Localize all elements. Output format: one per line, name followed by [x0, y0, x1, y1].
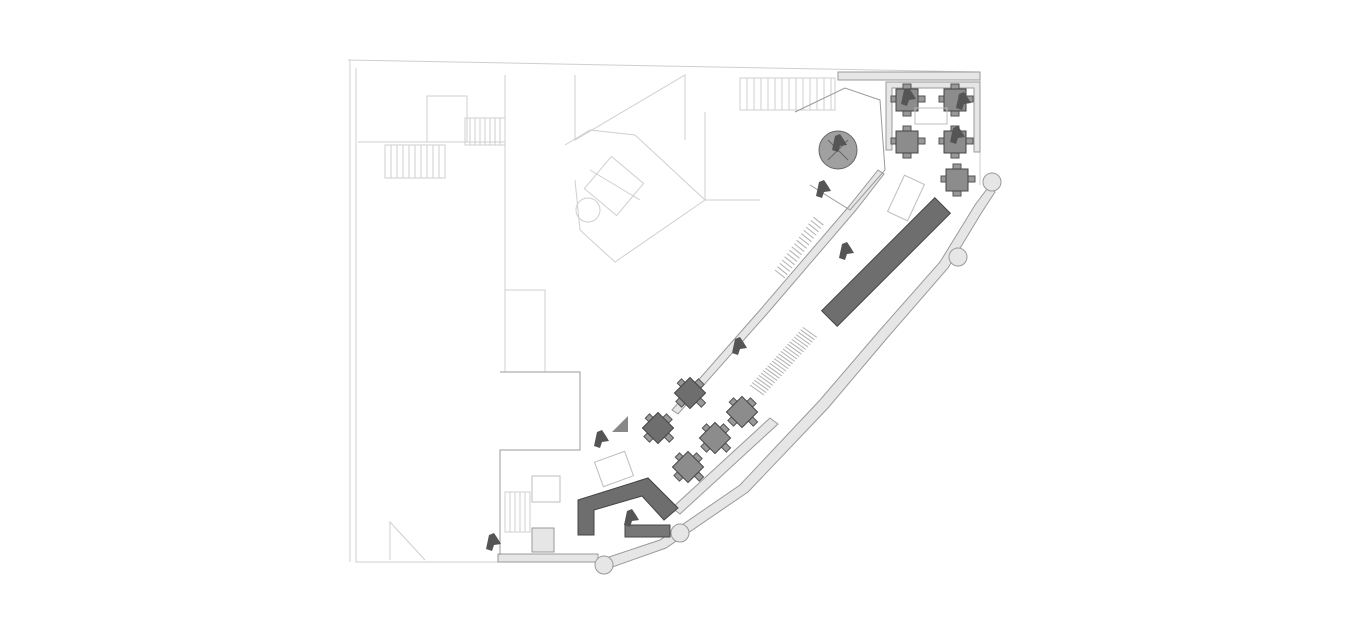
spiral-stair: [575, 197, 601, 223]
stair-tread: [791, 246, 803, 256]
stair-tread: [786, 253, 798, 262]
stair-tread: [767, 365, 782, 377]
courtyard-outline: [504, 75, 546, 372]
bench-strip: [671, 417, 779, 515]
stair-tread: [778, 353, 793, 365]
human-figures: [486, 88, 971, 551]
stair-tread: [802, 326, 818, 338]
stair-tread: [798, 236, 810, 246]
service-room: [426, 95, 468, 143]
skylight: [583, 155, 645, 217]
stair-tread: [789, 249, 800, 259]
bottom-wall: [497, 553, 599, 563]
stair-tread: [765, 367, 780, 379]
stair-tread: [762, 370, 778, 382]
corridor-wall: [671, 169, 885, 415]
facade-columns: [594, 172, 1002, 575]
column: [594, 555, 614, 575]
stair-tread: [787, 343, 802, 355]
stair-tread: [780, 350, 796, 362]
rear-room: [704, 112, 760, 201]
stair-tread: [803, 230, 815, 239]
column: [982, 172, 1002, 192]
column: [670, 523, 690, 543]
person-figure: [839, 242, 854, 260]
person-figure: [594, 430, 609, 448]
corner-room-wall: [885, 81, 981, 153]
rear-wall: [574, 74, 686, 141]
stair-tread: [777, 266, 788, 276]
stair-tread: [776, 355, 791, 367]
stair-tread: [784, 256, 795, 266]
stair-tread: [796, 239, 807, 249]
stair-tread: [813, 216, 824, 226]
dining-table: [671, 450, 705, 484]
person-figure: [486, 533, 501, 551]
stair-tread: [754, 379, 769, 391]
person-figure: [956, 92, 971, 110]
surrounding-building-outline: [347, 59, 981, 563]
kitchen-block: [531, 527, 555, 553]
restaurant-walls: [497, 71, 996, 571]
skylight-cross: [589, 169, 641, 201]
square-tables: [641, 83, 976, 484]
service-counter: [531, 107, 948, 503]
door-swing: [389, 520, 426, 561]
long-communal-table: [820, 196, 952, 328]
dining-table: [725, 395, 759, 429]
stair-tread: [751, 382, 767, 394]
lightwell: [564, 129, 706, 263]
stair-tread: [784, 346, 800, 358]
person-figure: [901, 88, 916, 106]
dining-table: [940, 163, 976, 197]
person-figure: [816, 180, 831, 198]
bar-counter: [577, 477, 679, 538]
stair-tread: [789, 341, 804, 353]
dining-table: [641, 411, 675, 445]
stair-tread: [801, 233, 812, 243]
round-table-room: [794, 87, 886, 211]
stair-tread: [793, 336, 809, 348]
stair-tread: [808, 223, 819, 233]
stair-tread: [782, 348, 798, 360]
stair-tread: [779, 263, 791, 272]
inner-partition: [358, 141, 506, 372]
stair-tread: [798, 331, 813, 343]
stair-tread: [769, 362, 785, 374]
dining-table: [890, 125, 926, 159]
stair-tread: [793, 243, 805, 252]
stair-flight: [504, 491, 531, 533]
facade-wall: [599, 184, 996, 571]
stair-tread: [800, 329, 815, 341]
stair-tread: [756, 377, 771, 389]
person-figure: [624, 509, 639, 527]
stair-tread: [749, 384, 765, 396]
stair-tread: [773, 358, 789, 370]
stair-tread: [758, 374, 774, 386]
stair-tread: [771, 360, 787, 372]
stair-tread: [795, 334, 811, 346]
stair-tread: [781, 259, 793, 269]
stair-treads: [390, 78, 832, 532]
furniture: [531, 83, 976, 538]
stair-arrow: [612, 416, 628, 432]
person-figure: [732, 337, 747, 355]
stair-tread: [805, 226, 817, 236]
kitchen-room: [499, 371, 581, 555]
stair-tread: [760, 372, 776, 384]
stair-tread: [810, 220, 822, 229]
diagonal-stair-hatch: [749, 216, 824, 396]
column: [948, 247, 968, 267]
stair-tread: [791, 338, 807, 350]
dining-table: [673, 376, 707, 410]
stair-flight: [739, 77, 836, 111]
person-figure: [950, 126, 965, 144]
dining-table: [698, 421, 732, 455]
north-wall: [837, 71, 981, 81]
person-figure: [832, 134, 847, 152]
stair-tread: [774, 269, 786, 279]
